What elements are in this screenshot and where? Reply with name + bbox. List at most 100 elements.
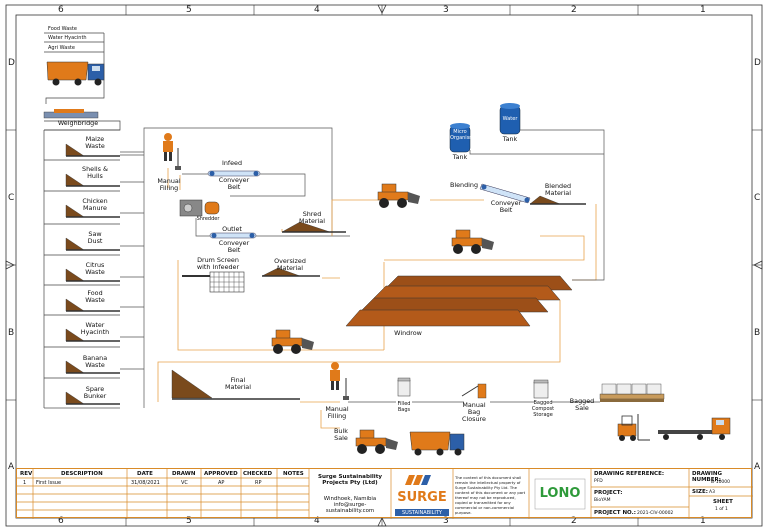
bunker-label: Water Hyacinth — [80, 321, 110, 336]
tank-label: Tank — [452, 153, 468, 161]
wheel-loader-icon — [377, 183, 420, 208]
checked-value: RP — [255, 480, 262, 486]
flatbed-truck-icon — [658, 417, 731, 440]
bunker-piles — [44, 129, 144, 405]
drum-screen-icon — [182, 271, 245, 293]
manual-filling-label: Manual Filling — [325, 405, 349, 420]
bunker-collector-lines — [120, 127, 333, 408]
ruler-row-label: A — [8, 462, 15, 472]
rev-header: REV — [20, 471, 33, 477]
water-hyacinth-input-label: Water Hyacinth — [48, 35, 87, 41]
inner-frame — [15, 14, 753, 519]
pallet-bags-icon — [599, 383, 665, 402]
blending-label: Blending — [449, 181, 479, 189]
tank-label: Tank — [502, 135, 518, 143]
worker-icon-2 — [330, 362, 349, 400]
conveyer-belt-label: Conveyer Belt — [218, 239, 250, 254]
tank-lines — [469, 129, 605, 281]
micro-organism-tank-icon — [449, 123, 471, 153]
filled-bags-label: Filled Bags — [397, 401, 411, 413]
bunker-label: Shells & Hulls — [82, 165, 108, 180]
water-tank-text: Water — [502, 116, 518, 122]
ruler-row-label: D — [754, 58, 761, 68]
ruler-row-label: A — [754, 462, 761, 472]
windrow-piles-icon — [345, 275, 573, 327]
outlet-lines — [195, 218, 350, 237]
ruler-col-label: 5 — [186, 5, 192, 15]
shred-material-label: Shred Material — [299, 210, 325, 225]
bunker-label: Spare Bunker — [83, 385, 107, 400]
final-material-label: Final Material — [225, 376, 251, 391]
ruler-col-label: 4 — [314, 516, 320, 526]
worker-icon — [163, 133, 181, 170]
lono-logo-text: LONO — [539, 486, 581, 501]
water-tank-icon — [499, 103, 521, 135]
lono-logo-icon — [534, 478, 586, 510]
ruler-col-label: 3 — [443, 5, 449, 15]
wheel-loader-icon — [451, 229, 494, 254]
forklift-icon — [617, 414, 650, 441]
infeed-lines — [182, 173, 306, 197]
food-waste-input-label: Food Waste — [48, 26, 77, 32]
date-value: 31/08/2021 — [131, 480, 160, 486]
ruler-col-label: 1 — [700, 5, 706, 15]
checked-header: CHECKED — [243, 471, 273, 477]
bunker-label: Maize Waste — [85, 135, 105, 150]
centering-marks — [5, 4, 763, 527]
ruler-col-label: 2 — [571, 5, 577, 15]
shredder-label: Shredder — [196, 216, 220, 222]
weighbridge-label: Weighbridge — [57, 119, 99, 127]
bunker-label: Food Waste — [85, 289, 105, 304]
ruler-row-label: C — [754, 193, 761, 203]
bunker-label: Citrus Waste — [85, 261, 105, 276]
bagged-storage-label: Bagged Compost Storage — [531, 400, 555, 418]
ruler-ticks — [6, 5, 762, 526]
ruler-col-label: 5 — [186, 516, 192, 526]
size-value: A3 — [709, 490, 715, 495]
infeed-label: Infeed — [221, 159, 243, 167]
outlet-label: Outlet — [222, 225, 242, 233]
bag-closure-icon — [461, 383, 487, 399]
approved-header: APPROVED — [204, 471, 238, 477]
date-header: DATE — [137, 471, 153, 477]
shredder-icon — [179, 199, 220, 217]
surge-logo-subtext: SUSTAINABILITY — [401, 510, 442, 516]
surge-logo-icon — [395, 475, 449, 516]
waste-input-lines — [44, 32, 105, 104]
storage-bags-icon — [533, 379, 549, 399]
surge-logo-text: SURGE — [397, 490, 447, 505]
ruler-col-label: 6 — [58, 5, 64, 15]
bunker-label: Saw Dust — [87, 230, 103, 245]
drawing-number-value: B-10000 — [711, 480, 731, 485]
conveyer-belt-label: Conveyer Belt — [490, 199, 522, 214]
micro-organisms-tank-text: Micro Organisms — [450, 129, 477, 141]
agri-waste-input-label: Agri Waste — [48, 45, 75, 51]
wheel-loader-icon — [355, 429, 398, 454]
drum-screen-label: Drum Screen with Infeeder — [196, 256, 240, 271]
approved-value: AP — [218, 480, 225, 486]
infeed-conveyor-icon — [207, 170, 261, 177]
title-block: REV DESCRIPTION DATE DRAWN APPROVED CHEC… — [16, 468, 753, 519]
windrow-label: Windrow — [394, 329, 422, 337]
project-no-label: PROJECT NO.: — [594, 510, 636, 516]
bunker-label: Chicken Manure — [82, 197, 108, 212]
size-label: SIZE: — [692, 489, 708, 495]
filled-bags-icon — [397, 377, 411, 397]
project-no-value: 2021-CIV-00002 — [637, 511, 674, 516]
project-value: BioYAM — [594, 498, 611, 503]
drawn-header: DRAWN — [172, 471, 196, 477]
description-value: First Issue — [36, 480, 62, 486]
ruler-row-label: C — [8, 193, 15, 203]
ruler-col-label: 2 — [571, 516, 577, 526]
title-block-grid — [17, 469, 753, 519]
ruler-col-label: 1 — [700, 516, 706, 526]
loader-icons — [271, 183, 494, 454]
bulk-sale-label: Bulk Sale — [334, 427, 348, 442]
drawing-reference-value: PFD — [594, 479, 603, 484]
blending-conveyor-icon — [479, 183, 531, 204]
bagging-lines — [44, 401, 600, 409]
company-name: Surge Sustainability Projects Pty (Ltd) — [317, 474, 383, 486]
rev-value: 1 — [23, 480, 27, 486]
manual-filling-label: Manual Filling — [157, 177, 181, 192]
